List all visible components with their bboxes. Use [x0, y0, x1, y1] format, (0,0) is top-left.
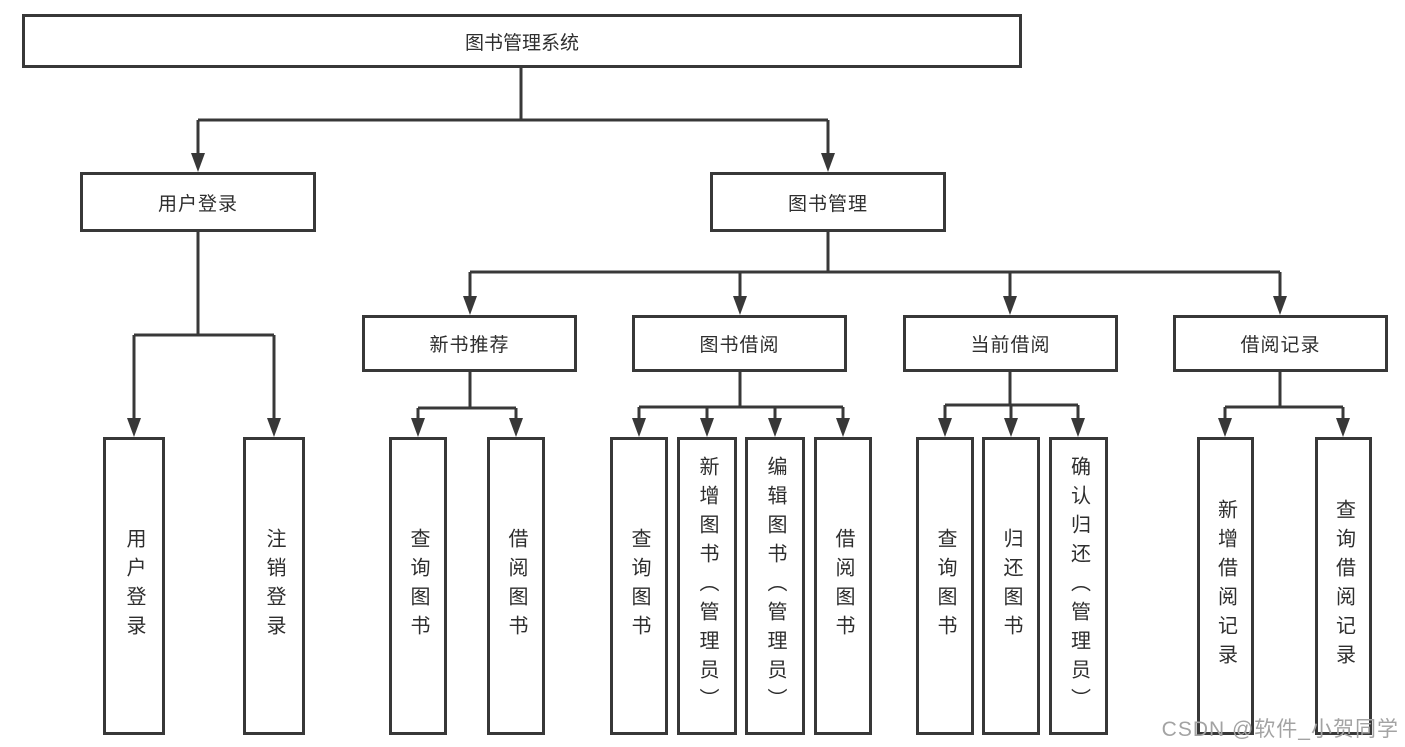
- leaf-query-books-recommend: 查询图书: [389, 437, 447, 735]
- leaf-add-borrow-record: 新增借阅记录: [1197, 437, 1254, 735]
- node-book-management: 图书管理: [710, 172, 946, 232]
- leaf-borrow-books-recommend: 借阅图书: [487, 437, 545, 735]
- leaf-add-books-admin: 新增图书（管理员）: [677, 437, 737, 735]
- node-new-book-recommend: 新书推荐: [362, 315, 577, 372]
- node-book-borrow: 图书借阅: [632, 315, 847, 372]
- csdn-watermark: CSDN @软件_小贺同学: [1161, 718, 1399, 741]
- connector-current-borrow-to-leaves: [943, 372, 1080, 420]
- arrowheads: [127, 153, 1350, 437]
- connector-root-to-level2: [196, 68, 830, 156]
- leaf-logout: 注销登录: [243, 437, 305, 735]
- node-user-login: 用户登录: [80, 172, 316, 232]
- leaf-confirm-return-admin: 确认归还（管理员）: [1049, 437, 1108, 735]
- connector-user-login-to-leaves: [132, 232, 276, 420]
- leaf-query-books-borrow: 查询图书: [610, 437, 668, 735]
- connector-new-book-to-leaves: [416, 372, 518, 420]
- leaf-borrow-books: 借阅图书: [814, 437, 872, 735]
- node-root-system: 图书管理系统: [22, 14, 1022, 68]
- leaf-user-login: 用户登录: [103, 437, 165, 735]
- leaf-edit-books-admin: 编辑图书（管理员）: [745, 437, 805, 735]
- leaf-query-books-current: 查询图书: [916, 437, 974, 735]
- node-current-borrow: 当前借阅: [903, 315, 1118, 372]
- connector-book-borrow-to-leaves: [637, 372, 845, 420]
- node-borrow-records: 借阅记录: [1173, 315, 1388, 372]
- leaf-query-borrow-record: 查询借阅记录: [1315, 437, 1372, 735]
- connector-borrow-records-to-leaves: [1223, 372, 1345, 420]
- connector-book-management-to-level3: [468, 232, 1282, 298]
- leaf-return-books: 归还图书: [982, 437, 1040, 735]
